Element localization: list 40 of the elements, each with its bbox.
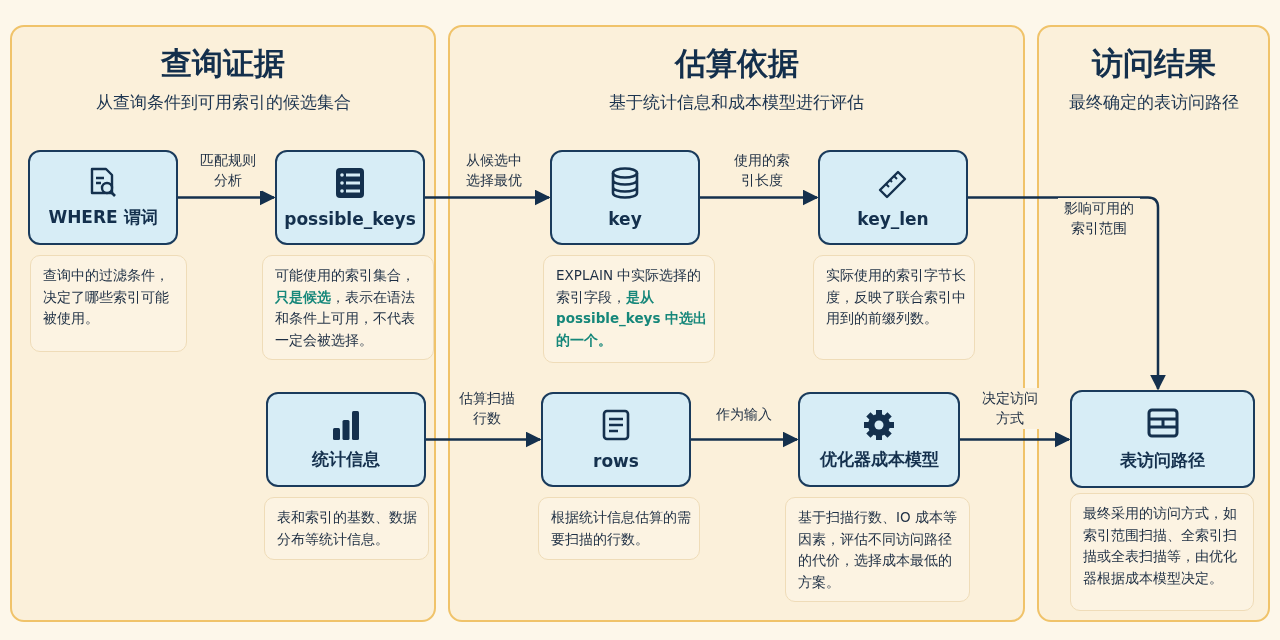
process-box [275,150,425,245]
panel-title: 估算依据 [674,44,799,83]
process-box [798,392,960,487]
process-box [266,392,426,487]
box-label: rows [593,451,639,471]
description-card: 实际使用的索引字节长度，反映了联合索引中用到的前缀列数。 [813,255,975,360]
process-box [28,150,178,245]
box-label: 优化器成本模型 [819,448,939,471]
arrow [968,196,1166,391]
box-label: possible_keys [284,209,416,229]
box-label: 表访问路径 [1120,449,1205,472]
arrow [960,431,1071,448]
arrow [178,189,276,206]
panel [1037,25,1270,622]
arrow [700,189,819,206]
description-card: EXPLAIN 中实际选择的索引字段，是从 possible_keys 中选出的一个。 [543,255,715,363]
description-card: 最终采用的访问方式，如索引范围扫描、全索引扫描或全表扫描等，由优化器根据成本模型决定。 [1070,493,1254,611]
process-box [818,150,968,245]
process-box [1070,390,1255,488]
box-label: key_len [857,209,929,229]
panel-subtitle: 从查询条件到可用索引的候选集合 [95,91,351,114]
description-card: 表和索引的基数、数据分布等统计信息。 [264,497,429,560]
arrow [691,431,799,448]
arrow [425,189,551,206]
arrow [426,431,542,448]
description-card: 查询中的过滤条件，决定了哪些索引可能被使用。 [30,255,187,352]
description-card: 可能使用的索引集合，只是候选，表示在语法和条件上可用，不代表一定会被选择。 [262,255,434,360]
panel-subtitle: 最终确定的表访问路径 [1068,91,1239,114]
box-label: WHERE 谓词 [48,206,158,229]
box-label: key [608,209,642,229]
description-card: 根据统计信息估算的需要扫描的行数。 [538,497,700,560]
panel-subtitle: 基于统计信息和成本模型进行评估 [609,91,864,114]
process-box [541,392,691,487]
box-label: 统计信息 [312,448,380,471]
panel [448,25,1025,622]
panel-title: 查询证据 [161,44,285,83]
process-box [550,150,700,245]
description-card: 基于扫描行数、IO 成本等因素，评估不同访问路径的代价，选择成本最低的方案。 [785,497,970,602]
panel-title: 访问结果 [1091,44,1216,83]
panel [10,25,436,622]
